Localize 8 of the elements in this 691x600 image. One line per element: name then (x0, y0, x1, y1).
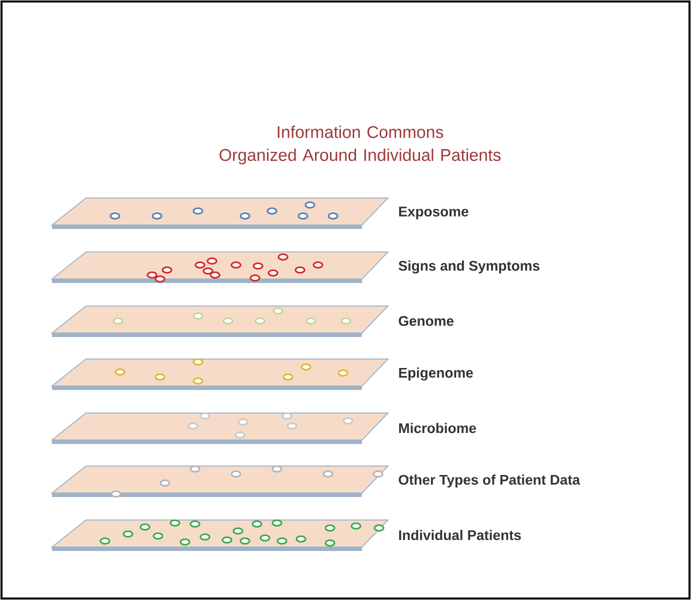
layer-label: Signs and Symptoms (398, 260, 540, 274)
layer-label: Individual Patients (399, 530, 521, 540)
layer-label: Exposome (399, 206, 468, 220)
layer-label: Other Types of Patient Data (398, 474, 580, 488)
layer-label: Epigenome (399, 367, 473, 381)
layer-label: Genome (398, 316, 454, 326)
layer-label: Microbiome (399, 422, 476, 434)
title: Information Commons Organized Around Individual Patients (220, 126, 501, 164)
